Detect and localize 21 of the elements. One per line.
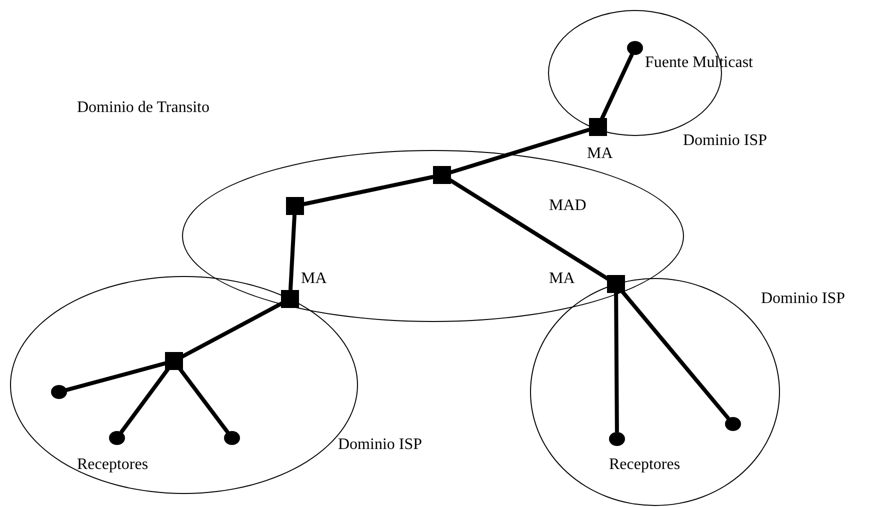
text-label: Receptores: [609, 457, 680, 473]
network-link: [448, 178, 610, 281]
domain-label: Dominio de Transito: [77, 100, 210, 116]
network-link: [181, 301, 283, 359]
network-link: [450, 128, 590, 174]
domain-label: Dominio ISP: [683, 133, 768, 149]
network-link: [620, 290, 730, 420]
network-link: [288, 214, 297, 290]
network-link: [600, 54, 634, 120]
network-link: [303, 174, 434, 206]
node-caption: MA: [301, 271, 327, 287]
text-label: Receptores: [77, 457, 148, 473]
node-caption: MA: [587, 146, 613, 162]
node-caption: MA: [549, 271, 575, 287]
network-link: [614, 292, 619, 432]
text-label: MAD: [549, 198, 586, 214]
network-link: [178, 366, 230, 434]
network-link: [65, 361, 166, 392]
domain-label: Dominio ISP: [761, 291, 846, 307]
network-link: [120, 367, 170, 434]
domain-label: Dominio ISP: [338, 437, 422, 453]
